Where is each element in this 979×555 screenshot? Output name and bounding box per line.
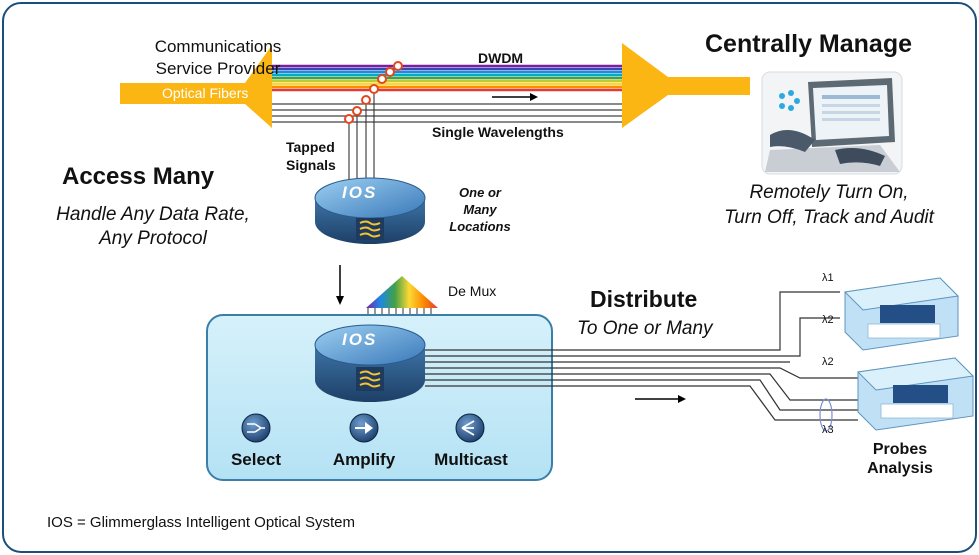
locations-label: One or Many Locations <box>440 184 520 235</box>
management-station-image <box>761 71 903 175</box>
ios-unit-bottom <box>314 324 426 402</box>
lambda-label-2: λ2 <box>822 314 834 326</box>
probes-analysis-label: Probes Analysis <box>855 440 945 478</box>
demux-prism <box>366 276 438 308</box>
centrally-manage-heading: Centrally Manage <box>705 30 913 58</box>
dwdm-fiber-bundle <box>272 64 622 92</box>
tap-node <box>352 106 362 116</box>
single-wavelengths-label: Single Wavelengths <box>432 124 564 140</box>
tap-point-nodes <box>344 61 403 124</box>
optical-fibers-label: Optical Fibers <box>162 85 249 101</box>
tapped-signals-line1: Tapped <box>286 139 335 155</box>
tapped-signals-label: Tapped Signals <box>286 138 336 174</box>
ios-unit-top <box>314 177 426 244</box>
ios-bottom-label: IOS <box>342 330 378 349</box>
select-label: Select <box>230 450 282 469</box>
tapped-rainbow-lines <box>380 72 400 195</box>
tapped-signals-line2: Signals <box>286 157 336 173</box>
right-fiber-arrow <box>622 43 750 128</box>
probe-unit-1 <box>843 277 960 351</box>
lambda-label-1: λ1 <box>822 272 834 284</box>
multicast-ellipse <box>819 398 833 432</box>
tap-node <box>377 74 387 84</box>
tap-node <box>361 95 371 105</box>
distribute-caption: To One or Many <box>577 318 713 339</box>
amplify-icon <box>349 413 379 443</box>
select-icon <box>241 413 271 443</box>
probes-label-line2: Analysis <box>867 460 933 477</box>
locations-label-line2: Many <box>463 202 497 217</box>
access-many-caption-line1: Handle Any Data Rate, <box>56 204 250 225</box>
centrally-manage-caption-line2: Turn Off, Track and Audit <box>724 207 934 228</box>
multicast-label: Multicast <box>434 450 508 469</box>
access-many-caption-line2: Any Protocol <box>99 228 207 249</box>
centrally-manage-caption: Remotely Turn On, Turn Off, Track and Au… <box>688 180 970 230</box>
tap-node <box>369 84 379 94</box>
tap-node <box>393 61 403 71</box>
left-fiber-arrow <box>120 45 272 128</box>
lambda-label-4: λ3 <box>822 424 834 436</box>
provider-label: Communications Service Provider <box>118 36 318 80</box>
footnote: IOS = Glimmerglass Intelligent Optical S… <box>47 514 356 531</box>
amplify-label: Amplify <box>332 450 396 469</box>
single-wavelength-lines <box>272 103 622 123</box>
lambda-label-3: λ2 <box>822 356 834 368</box>
dwdm-label: DWDM <box>478 50 524 66</box>
access-many-caption: Handle Any Data Rate, Any Protocol <box>18 203 288 251</box>
tap-node <box>344 114 354 124</box>
provider-label-line1: Communications <box>154 37 282 56</box>
locations-label-line1: One or <box>459 185 501 200</box>
provider-label-line2: Service Provider <box>155 59 281 78</box>
tap-node <box>385 67 395 77</box>
distribute-heading: Distribute <box>590 286 698 312</box>
locations-label-line3: Locations <box>449 219 511 234</box>
probes-label-line1: Probes <box>872 441 928 458</box>
centrally-manage-caption-line1: Remotely Turn On, <box>749 182 909 203</box>
ios-top-label: IOS <box>342 183 378 202</box>
access-many-heading: Access Many <box>62 163 215 190</box>
probe-unit-2 <box>856 357 975 431</box>
multicast-icon <box>455 413 485 443</box>
demux-label: De Mux <box>448 283 497 299</box>
